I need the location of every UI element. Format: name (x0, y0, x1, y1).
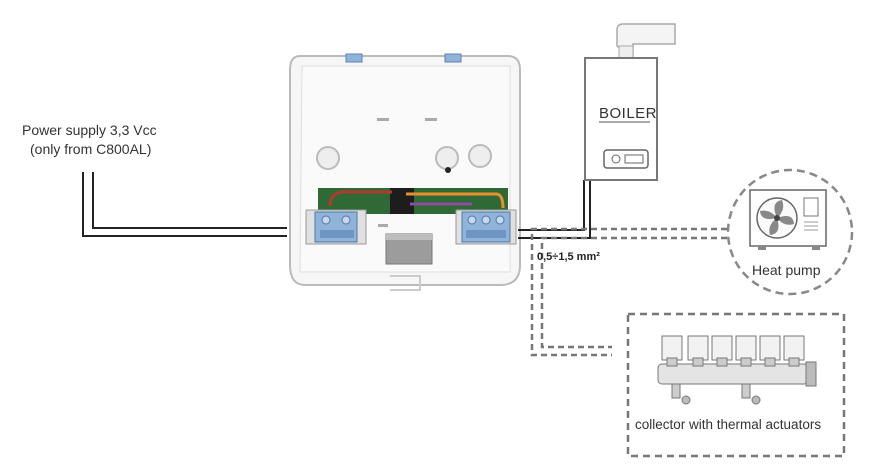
thermal-actuator (759, 335, 781, 367)
heat-pump-label: Heat pump (752, 262, 821, 278)
collector (626, 312, 846, 458)
screw-hole (468, 144, 492, 168)
wire-gauge-label: 0,5÷1,5 mm² (537, 251, 600, 263)
boiler-label: BOILER (599, 105, 658, 122)
thermostat-base (289, 53, 521, 291)
wire-orange (406, 192, 505, 209)
wire-red (328, 190, 392, 207)
manifold-pipe (657, 363, 809, 385)
power-supply-cable (82, 172, 287, 237)
terminal-block-right (455, 209, 517, 245)
fan-icon (756, 197, 798, 239)
thermal-actuator (783, 335, 805, 367)
thermal-actuator (687, 335, 709, 367)
power-supply-label: Power supply 3,3 Vcc (22, 122, 157, 138)
top-clip-left (345, 53, 363, 63)
boiler-control-panel (603, 149, 649, 169)
thermal-actuator (735, 335, 757, 367)
terminal-block-left (305, 209, 367, 245)
thermal-actuator (661, 335, 683, 367)
power-supply-note: (only from C800AL) (30, 141, 152, 157)
dashed-cable (530, 227, 727, 357)
screw-hole (316, 146, 340, 170)
thermal-actuator (711, 335, 733, 367)
screw-hole (435, 146, 459, 170)
heat-pump (726, 168, 854, 296)
top-clip-right (444, 53, 462, 63)
boiler (584, 23, 676, 181)
collector-label: collector with thermal actuators (635, 417, 822, 432)
